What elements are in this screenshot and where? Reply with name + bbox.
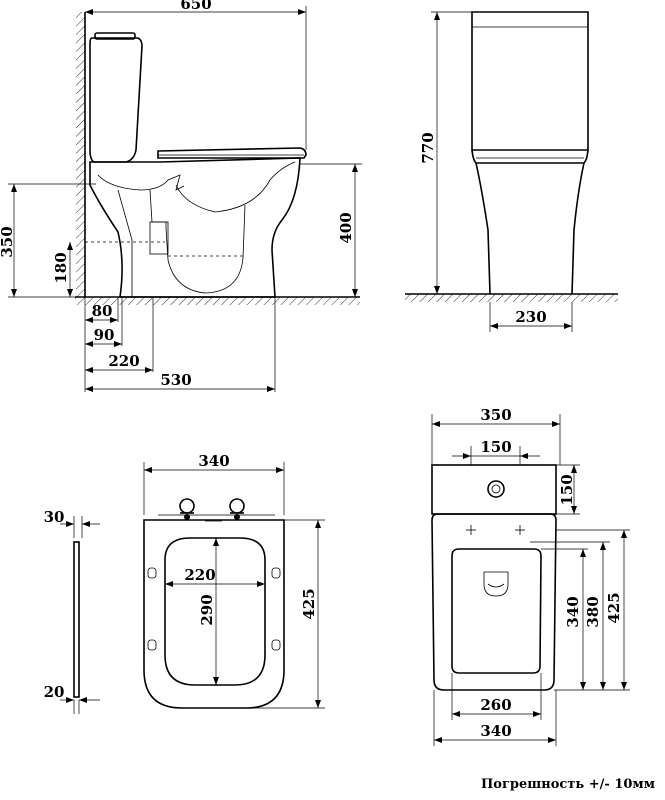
top-bowl-outline <box>431 513 557 691</box>
dim-350: 350 <box>0 226 16 257</box>
dim-seat-340: 340 <box>198 452 229 470</box>
dim-80: 80 <box>92 302 113 320</box>
hinge-left-icon <box>179 498 195 514</box>
dim-top-340: 340 <box>564 596 582 627</box>
dim-770: 770 <box>419 132 437 163</box>
seat-thickness-profile <box>73 541 80 698</box>
side-bowl-body <box>89 157 301 298</box>
side-seat <box>157 147 307 159</box>
dim-220: 220 <box>108 352 139 370</box>
hinge-right-icon <box>229 498 245 514</box>
drain-icon <box>483 571 509 597</box>
dim-bowl-260: 260 <box>480 696 511 714</box>
dim-button-150: 150 <box>480 438 511 456</box>
dim-top-380: 380 <box>584 596 602 627</box>
dim-bowl-340: 340 <box>480 722 511 740</box>
floor-hatch-front <box>405 294 618 302</box>
dim-tank-350: 350 <box>480 406 511 424</box>
seat-profile: 30 20 <box>44 508 100 714</box>
dim-top-425: 425 <box>605 592 623 623</box>
dim-opening-290: 290 <box>198 594 216 625</box>
dim-230: 230 <box>515 308 546 326</box>
flush-button-icon <box>487 480 505 498</box>
top-tank <box>431 464 557 515</box>
dim-400: 400 <box>337 212 355 243</box>
side-view: 650 350 180 400 80 90 <box>0 0 362 392</box>
toilet-top-view: 350 150 150 340 380 425 <box>431 406 630 746</box>
dim-30: 30 <box>44 508 65 526</box>
dim-180: 180 <box>52 252 70 283</box>
front-view: 770 230 <box>405 11 618 332</box>
tolerance-note: Погрешность +/- 10мм <box>481 777 655 792</box>
dim-opening-220: 220 <box>184 566 215 584</box>
floor-hatch-side <box>75 297 360 305</box>
dim-tank-depth-150: 150 <box>558 474 576 505</box>
dim-20: 20 <box>44 683 65 701</box>
dim-530: 530 <box>160 371 191 389</box>
side-tank <box>89 37 143 163</box>
dim-650: 650 <box>180 0 211 13</box>
wall-hatch <box>76 12 85 297</box>
top-bowl-inner <box>451 548 542 674</box>
front-body <box>471 149 589 164</box>
seat-top-view: 340 220 290 425 <box>143 452 325 709</box>
dim-seat-425: 425 <box>300 588 318 619</box>
dim-90: 90 <box>94 326 115 344</box>
seat-opening <box>164 537 266 686</box>
front-tank <box>471 11 589 151</box>
